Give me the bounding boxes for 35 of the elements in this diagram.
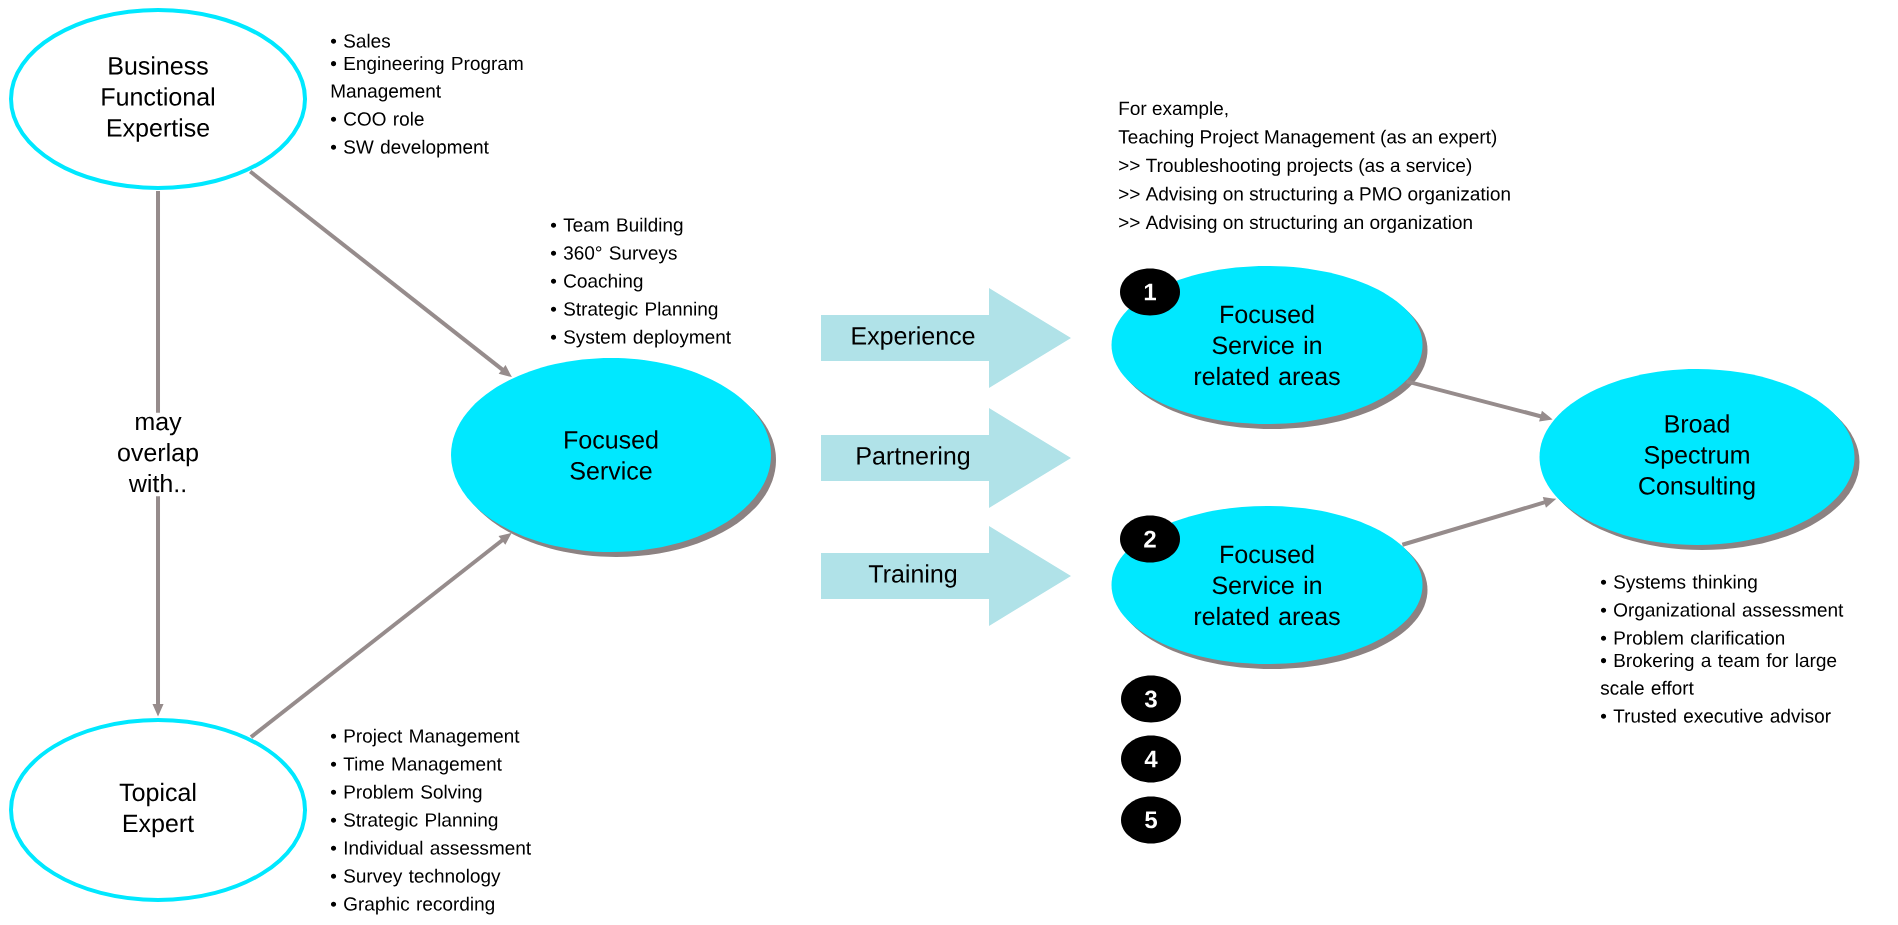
bullet-item: • Sales [330,33,390,48]
bullet-item: • COO role [330,111,424,126]
bullet-item: • Team Building [550,217,683,236]
edge-label: may overlap with.. [109,412,207,497]
bullet-item: • Strategic Planning [330,812,498,831]
bullet-item: • Problem Solving [330,784,482,803]
bullet-item: • Trusted executive advisor [1600,708,1831,723]
note-line: >> Troubleshooting projects (as a service) [1119,158,1472,176]
pointer-tag: Partnering [821,408,1071,508]
number-badge: 1 [1120,268,1180,316]
bullet-item: • Survey technology [330,868,501,887]
note-line: >> Advising on structuring an organization [1119,215,1472,233]
bullet-item: • Coaching [550,273,643,292]
bullet-item: • 360° Surveys [550,246,677,264]
bullet-item: • Project Management [330,728,520,747]
pointer-tag: Experience [821,288,1071,388]
number-badge: 5 [1121,796,1181,844]
note-line: Teaching Project Management (as an expert) [1118,129,1497,148]
bullet-item: • Brokering a team for large scale effort [1600,653,1837,695]
number-badge: 3 [1121,675,1181,723]
bullet-item: • Problem clarification [1600,630,1785,645]
bullet-item: • Strategic Planning [550,301,718,320]
bullet-item: • System deployment [550,329,731,348]
bullet-item: • SW development [330,139,489,158]
number-badge: 2 [1120,515,1180,563]
bullet-item: • Organizational assessment [1600,602,1844,621]
note-line: For example, [1119,101,1228,119]
pointer-tag: Training [821,526,1071,626]
bullet-item: • Graphic recording [330,896,494,915]
note-line: >> Advising on structuring a PMO organization [1119,186,1510,205]
number-badge: 4 [1121,735,1181,783]
bullet-item: • Individual assessment [330,840,531,855]
bullet-item: • Time Management [330,756,502,775]
bullet-item: • Engineering Program Management [330,56,523,102]
bullet-item: • Systems thinking [1600,574,1757,593]
